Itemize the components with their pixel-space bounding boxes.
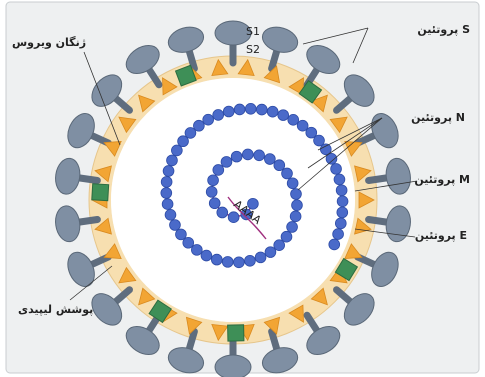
n-protein-bead [206, 186, 217, 197]
n-protein-bead [329, 239, 340, 250]
n-protein-bead [292, 200, 303, 211]
n-protein-bead [213, 165, 224, 176]
n-protein-bead [213, 110, 224, 121]
n-protein-bead [265, 247, 276, 258]
n-protein-bead [274, 240, 285, 251]
n-protein-bead [337, 196, 348, 207]
n-protein-bead [209, 198, 220, 209]
protein-n-label: پروتئین N [411, 111, 465, 124]
n-protein-bead [171, 145, 182, 156]
n-protein-bead [161, 177, 172, 188]
n-protein-bead [255, 252, 266, 263]
n-protein-bead [233, 257, 244, 268]
n-protein-bead [161, 188, 172, 199]
n-protein-bead [290, 211, 301, 222]
e-protein [92, 184, 109, 201]
n-protein-bead [222, 256, 233, 267]
n-protein-bead [245, 255, 256, 266]
n-protein-bead [183, 237, 194, 248]
n-protein-bead [170, 220, 181, 231]
n-protein-bead [337, 207, 348, 218]
n-protein-bead [221, 156, 232, 167]
n-protein-bead [331, 163, 342, 174]
protein-s-label: پروتئین S [417, 23, 470, 36]
n-protein-bead [217, 207, 228, 218]
n-protein-bead [228, 212, 239, 223]
n-protein-bead [335, 218, 346, 229]
n-protein-bead [176, 229, 187, 240]
spike-protein [215, 355, 251, 377]
n-protein-bead [278, 110, 289, 121]
n-protein-bead [231, 151, 242, 162]
n-protein-bead [333, 229, 344, 240]
s2-label: S2 [246, 43, 260, 56]
n-protein-bead [281, 231, 292, 242]
n-protein-bead [203, 114, 214, 125]
n-protein-bead [223, 106, 234, 117]
n-protein-bead [245, 103, 256, 114]
n-protein-bead [242, 149, 253, 160]
n-protein-bead [314, 135, 325, 146]
n-protein-bead [163, 166, 174, 177]
protein-e-label: پروتئین E [415, 229, 467, 242]
n-protein-bead [291, 189, 302, 200]
e-protein [228, 325, 244, 341]
n-protein-bead [208, 175, 219, 186]
n-protein-bead [165, 209, 176, 220]
n-protein-bead [274, 160, 285, 171]
n-protein-bead [256, 104, 267, 115]
n-protein-bead [211, 254, 222, 265]
envelope-label: پوشش لیپیدی [18, 303, 93, 316]
n-protein-bead [162, 199, 173, 210]
protein-m-label: پروتئین M [414, 173, 470, 186]
n-protein-bead [336, 185, 347, 196]
n-protein-bead [287, 178, 298, 189]
n-protein-bead [282, 168, 293, 179]
n-protein-bead [254, 150, 265, 161]
n-protein-bead [264, 154, 275, 165]
n-protein-bead [201, 250, 212, 261]
n-protein-bead [193, 120, 204, 131]
n-protein-bead [234, 104, 245, 115]
n-protein-bead [287, 222, 298, 233]
genome-label: ژنگان ویروس [12, 36, 86, 49]
n-protein-bead [288, 114, 299, 125]
n-protein-bead [167, 155, 178, 166]
s1-label: S1 [246, 25, 260, 38]
n-protein-bead [191, 244, 202, 255]
n-protein-bead [267, 106, 278, 117]
n-protein-bead [334, 174, 345, 185]
